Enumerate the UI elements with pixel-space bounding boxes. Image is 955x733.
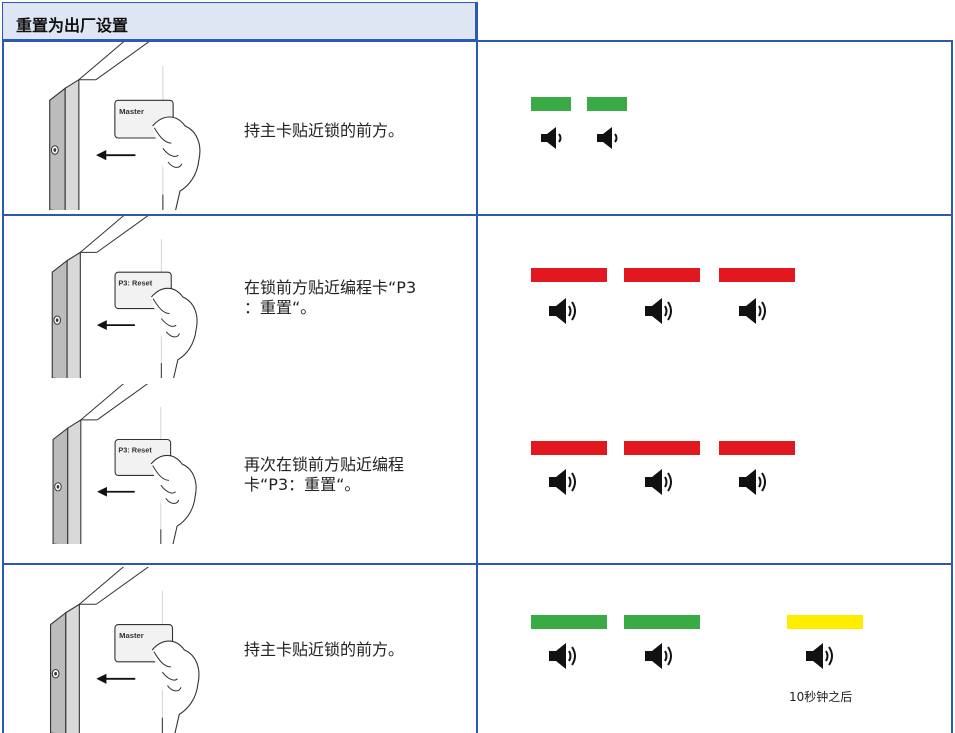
long-beep-icon [645,297,672,325]
red-led-indicator [531,268,607,282]
long-beep-icon [549,642,576,670]
instruction-text: ：重置“。 [244,298,317,317]
master-card-illustration: Master [48,42,201,210]
card-label: Master [119,107,144,116]
reset-card-illustration: P3: Reset [52,384,197,544]
red-led-indicator [719,268,795,282]
instruction-text: 持主卡贴近锁的前方。 [244,121,405,140]
card-label: P3: Reset [118,446,152,455]
outer-left-border [2,40,4,733]
section-header: 重置为出厂设置 [2,2,476,40]
long-beep-icon [645,642,672,670]
short-beep-icon [597,126,618,150]
long-beep-icon [645,468,672,496]
long-beep-icon [739,297,766,325]
long-beep-icon [806,642,833,670]
row-divider [2,40,953,42]
red-led-indicator [624,268,700,282]
column-divider [476,2,478,733]
instruction-text: 卡“P3：重置“。 [244,475,361,494]
red-led-indicator [624,441,700,455]
section-title: 重置为出厂设置 [16,16,129,35]
short-beep-icon [541,126,562,150]
green-led-indicator [587,97,627,111]
long-beep-icon [549,297,576,325]
card-label: Master [119,631,144,640]
row-divider [2,563,953,565]
green-led-indicator [624,615,700,629]
red-led-indicator [719,441,795,455]
instruction-text: 在锁前方贴近编程卡“P3 [244,278,417,297]
master-card-illustration: Master [49,567,200,733]
row-divider [2,214,953,216]
green-led-indicator [531,97,571,111]
long-beep-icon [549,468,576,496]
delay-note: 10秒钟之后 [789,690,853,704]
red-led-indicator [531,441,607,455]
long-beep-icon [739,468,766,496]
yellow-led-indicator [787,615,863,629]
instruction-text: 再次在锁前方贴近编程 [244,455,405,474]
outer-right-border [951,40,953,733]
green-led-indicator [531,615,607,629]
card-label: P3: Reset [118,278,152,287]
reset-card-illustration: P3: Reset [51,216,198,378]
instruction-text: 持主卡贴近锁的前方。 [244,640,405,659]
